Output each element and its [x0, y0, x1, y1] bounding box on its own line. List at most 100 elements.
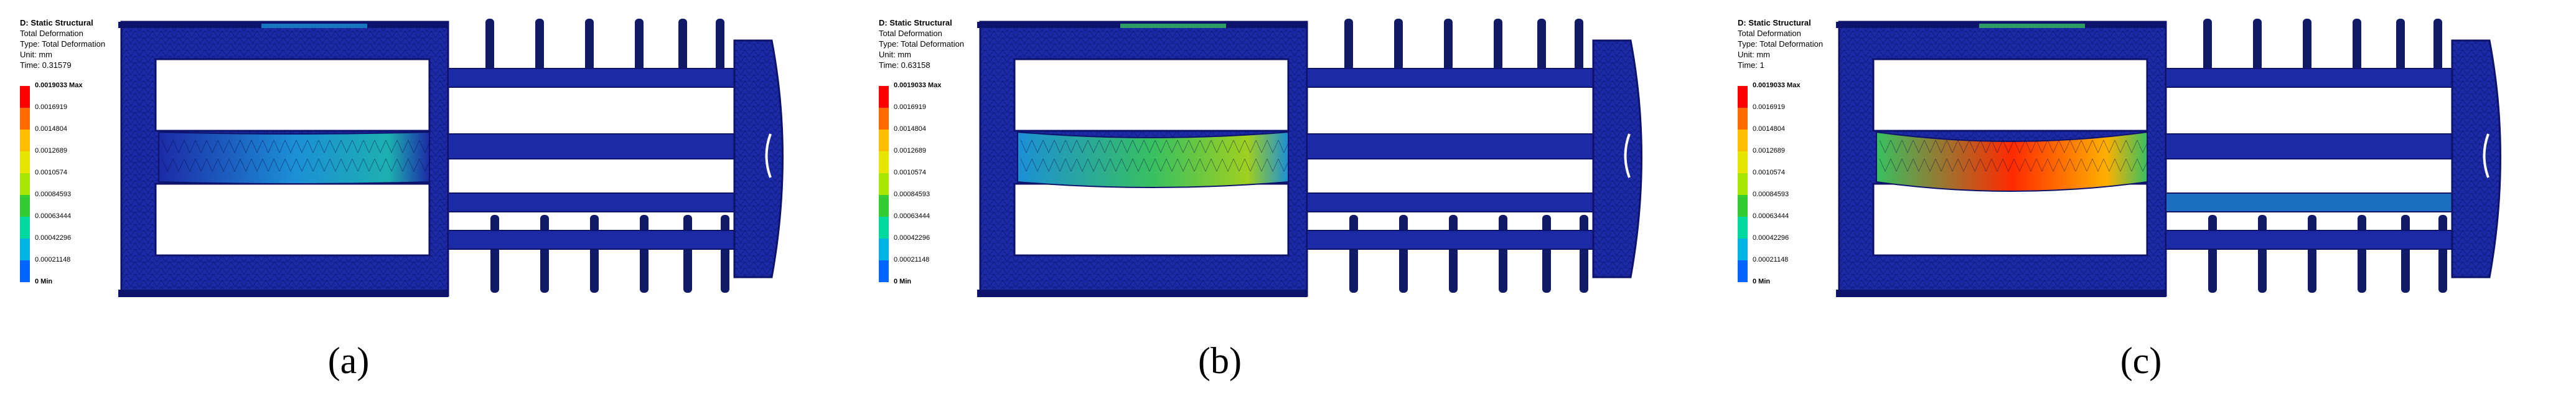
- legend-label: 0.00021148: [1753, 256, 1789, 263]
- bolt: [585, 19, 594, 81]
- shaft-bar: [447, 68, 741, 88]
- bolt: [678, 19, 687, 81]
- info-line: Time: 1: [1738, 60, 1764, 70]
- legend-label: 0 Min: [894, 278, 912, 285]
- legend-label: 0 Min: [35, 278, 53, 285]
- deformation-model: [1836, 19, 2501, 297]
- info-line: Total Deformation: [879, 29, 942, 38]
- legend-swatch: [879, 108, 889, 130]
- shaft-bar: [447, 192, 741, 212]
- bolt: [2303, 19, 2311, 81]
- legend-label: 0.00063444: [1753, 212, 1789, 220]
- end-cap: [2451, 39, 2501, 278]
- legend-label: 0.0019033 Max: [1753, 82, 1801, 89]
- legend-swatch: [1738, 151, 1748, 173]
- legend-swatch: [879, 173, 889, 195]
- bolt: [2433, 19, 2442, 81]
- info-line: D: Static Structural: [20, 18, 93, 27]
- legend-label: 0.00021148: [35, 256, 71, 263]
- legend-swatch: [20, 217, 30, 239]
- legend-swatch: [20, 173, 30, 195]
- info-line: Unit: mm: [20, 50, 52, 59]
- legend-swatch: [879, 151, 889, 173]
- legend-swatch: [1738, 217, 1748, 239]
- legend-swatch: [879, 217, 889, 239]
- bolt: [2258, 215, 2267, 293]
- legend-swatch: [20, 195, 30, 217]
- shaft-bar: [2165, 133, 2459, 159]
- legend-swatch: [1738, 173, 1748, 195]
- bolt: [490, 215, 499, 293]
- legend-swatch: [879, 260, 889, 282]
- shaft-bar: [2165, 68, 2459, 88]
- info-line: D: Static Structural: [879, 18, 952, 27]
- legend-swatch: [879, 195, 889, 217]
- bolt: [1542, 215, 1551, 293]
- legend-color-bar: [20, 86, 30, 282]
- bolt: [1344, 19, 1353, 81]
- shaft-bar: [2165, 230, 2459, 250]
- shaft-bar: [1306, 192, 1600, 212]
- info-line: Time: 0.31579: [20, 60, 72, 70]
- bolt: [2308, 215, 2316, 293]
- legend-color-bar: [1738, 86, 1748, 282]
- end-cap: [733, 39, 784, 278]
- bolt: [1575, 19, 1583, 81]
- legend-swatch: [20, 108, 30, 130]
- info-line: Total Deformation: [20, 29, 83, 38]
- bolt: [721, 215, 729, 293]
- bolt: [535, 19, 544, 81]
- legend-label: 0.00084593: [1753, 191, 1789, 198]
- shaft-bar: [447, 230, 741, 250]
- top-highlight: [1979, 24, 2085, 28]
- plate-edge: [1836, 290, 2166, 297]
- top-highlight: [1120, 24, 1226, 28]
- legend-label: 0.0016919: [894, 103, 926, 111]
- info-line: Unit: mm: [1738, 50, 1770, 59]
- legend-swatch: [879, 130, 889, 151]
- deformed-beam: [1017, 131, 1289, 188]
- deformation-model: [977, 19, 1642, 297]
- info-line: Time: 0.63158: [879, 60, 930, 70]
- legend-label: 0.0014804: [894, 125, 926, 133]
- legend-swatch: [20, 151, 30, 173]
- bolt: [1394, 19, 1403, 81]
- legend-swatch: [1738, 86, 1748, 108]
- info-line: D: Static Structural: [1738, 18, 1811, 27]
- legend-label: 0.00084593: [35, 191, 72, 198]
- bolt: [2203, 19, 2212, 81]
- top-highlight: [261, 24, 367, 28]
- bolt: [2358, 215, 2366, 293]
- legend-label: 0.0019033 Max: [35, 82, 83, 89]
- legend-label: 0.00042296: [894, 234, 930, 242]
- bolt: [2353, 19, 2361, 81]
- bolt: [2208, 215, 2217, 293]
- legend-label: 0.00042296: [1753, 234, 1789, 242]
- subfigure-caption: (a): [327, 340, 370, 381]
- legend-label: 0.0016919: [1753, 103, 1785, 111]
- legend-swatch: [20, 86, 30, 108]
- legend-label: 0.00042296: [35, 234, 72, 242]
- legend-label: 0.0010574: [1753, 169, 1785, 176]
- legend-swatch: [879, 239, 889, 260]
- bolt: [1349, 215, 1358, 293]
- bolt: [1580, 215, 1588, 293]
- end-cap: [1592, 39, 1642, 278]
- legend-swatch: [879, 86, 889, 108]
- plate-edge: [118, 290, 448, 297]
- bolt: [1537, 19, 1546, 81]
- legend-label: 0.0019033 Max: [894, 82, 942, 89]
- legend-label: 0.0012689: [894, 147, 926, 154]
- legend-label: 0.00084593: [894, 191, 930, 198]
- legend-label: 0.0012689: [35, 147, 67, 154]
- bolt: [540, 215, 549, 293]
- shaft-bar: [1306, 68, 1600, 88]
- bolt: [1449, 215, 1458, 293]
- legend-label: 0.0010574: [35, 169, 67, 176]
- legend-swatch: [1738, 239, 1748, 260]
